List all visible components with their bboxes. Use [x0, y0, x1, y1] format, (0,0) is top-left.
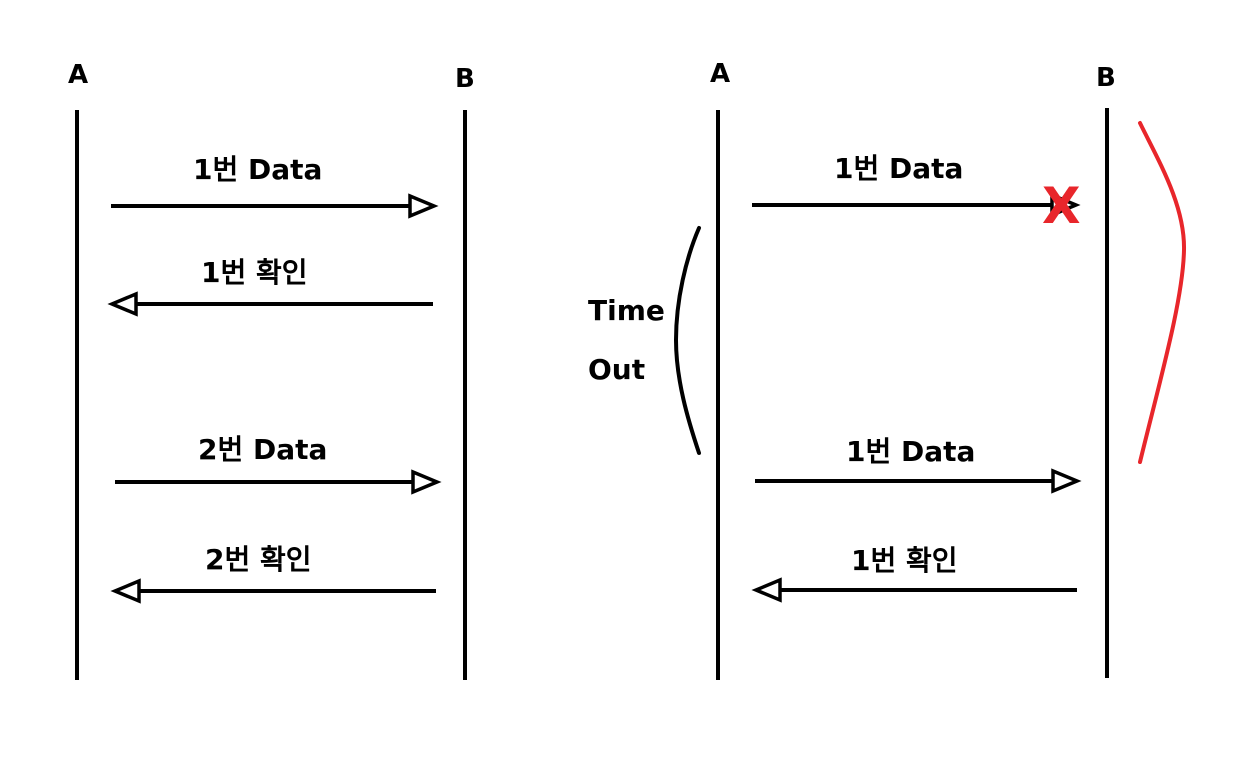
timeout-label-line1: Time: [588, 294, 665, 327]
right-msg3-arrow: [751, 577, 1077, 603]
right-msg1-label: 1번 Data: [834, 152, 964, 185]
right-node-a-label: A: [710, 59, 731, 89]
left-msg3-label: 2번 Data: [198, 433, 328, 466]
left-msg2-label: 1번 확인: [201, 256, 308, 289]
left-msg4-label: 2번 확인: [205, 543, 312, 576]
receiver-red-bracket: [1138, 121, 1187, 464]
left-msg1-arrow: [111, 193, 439, 219]
left-msg2-arrow: [107, 291, 433, 317]
right-msg2-label: 1번 Data: [846, 435, 976, 468]
left-msg4-arrow: [110, 578, 436, 604]
timeout-bracket: [673, 226, 701, 455]
right-node-b-label: B: [1096, 63, 1116, 93]
left-node-b-label: B: [455, 64, 475, 94]
left-msg3-arrow: [115, 469, 442, 495]
left-node-a-label: A: [68, 60, 89, 90]
right-msg2-arrow: [755, 468, 1082, 494]
left-msg1-label: 1번 Data: [193, 153, 323, 186]
packet-lost-x-icon: X: [1042, 177, 1081, 235]
right-msg1-arrow-lost: [752, 192, 1081, 218]
right-msg3-label: 1번 확인: [851, 544, 958, 577]
timeout-label-line2: Out: [588, 353, 646, 386]
